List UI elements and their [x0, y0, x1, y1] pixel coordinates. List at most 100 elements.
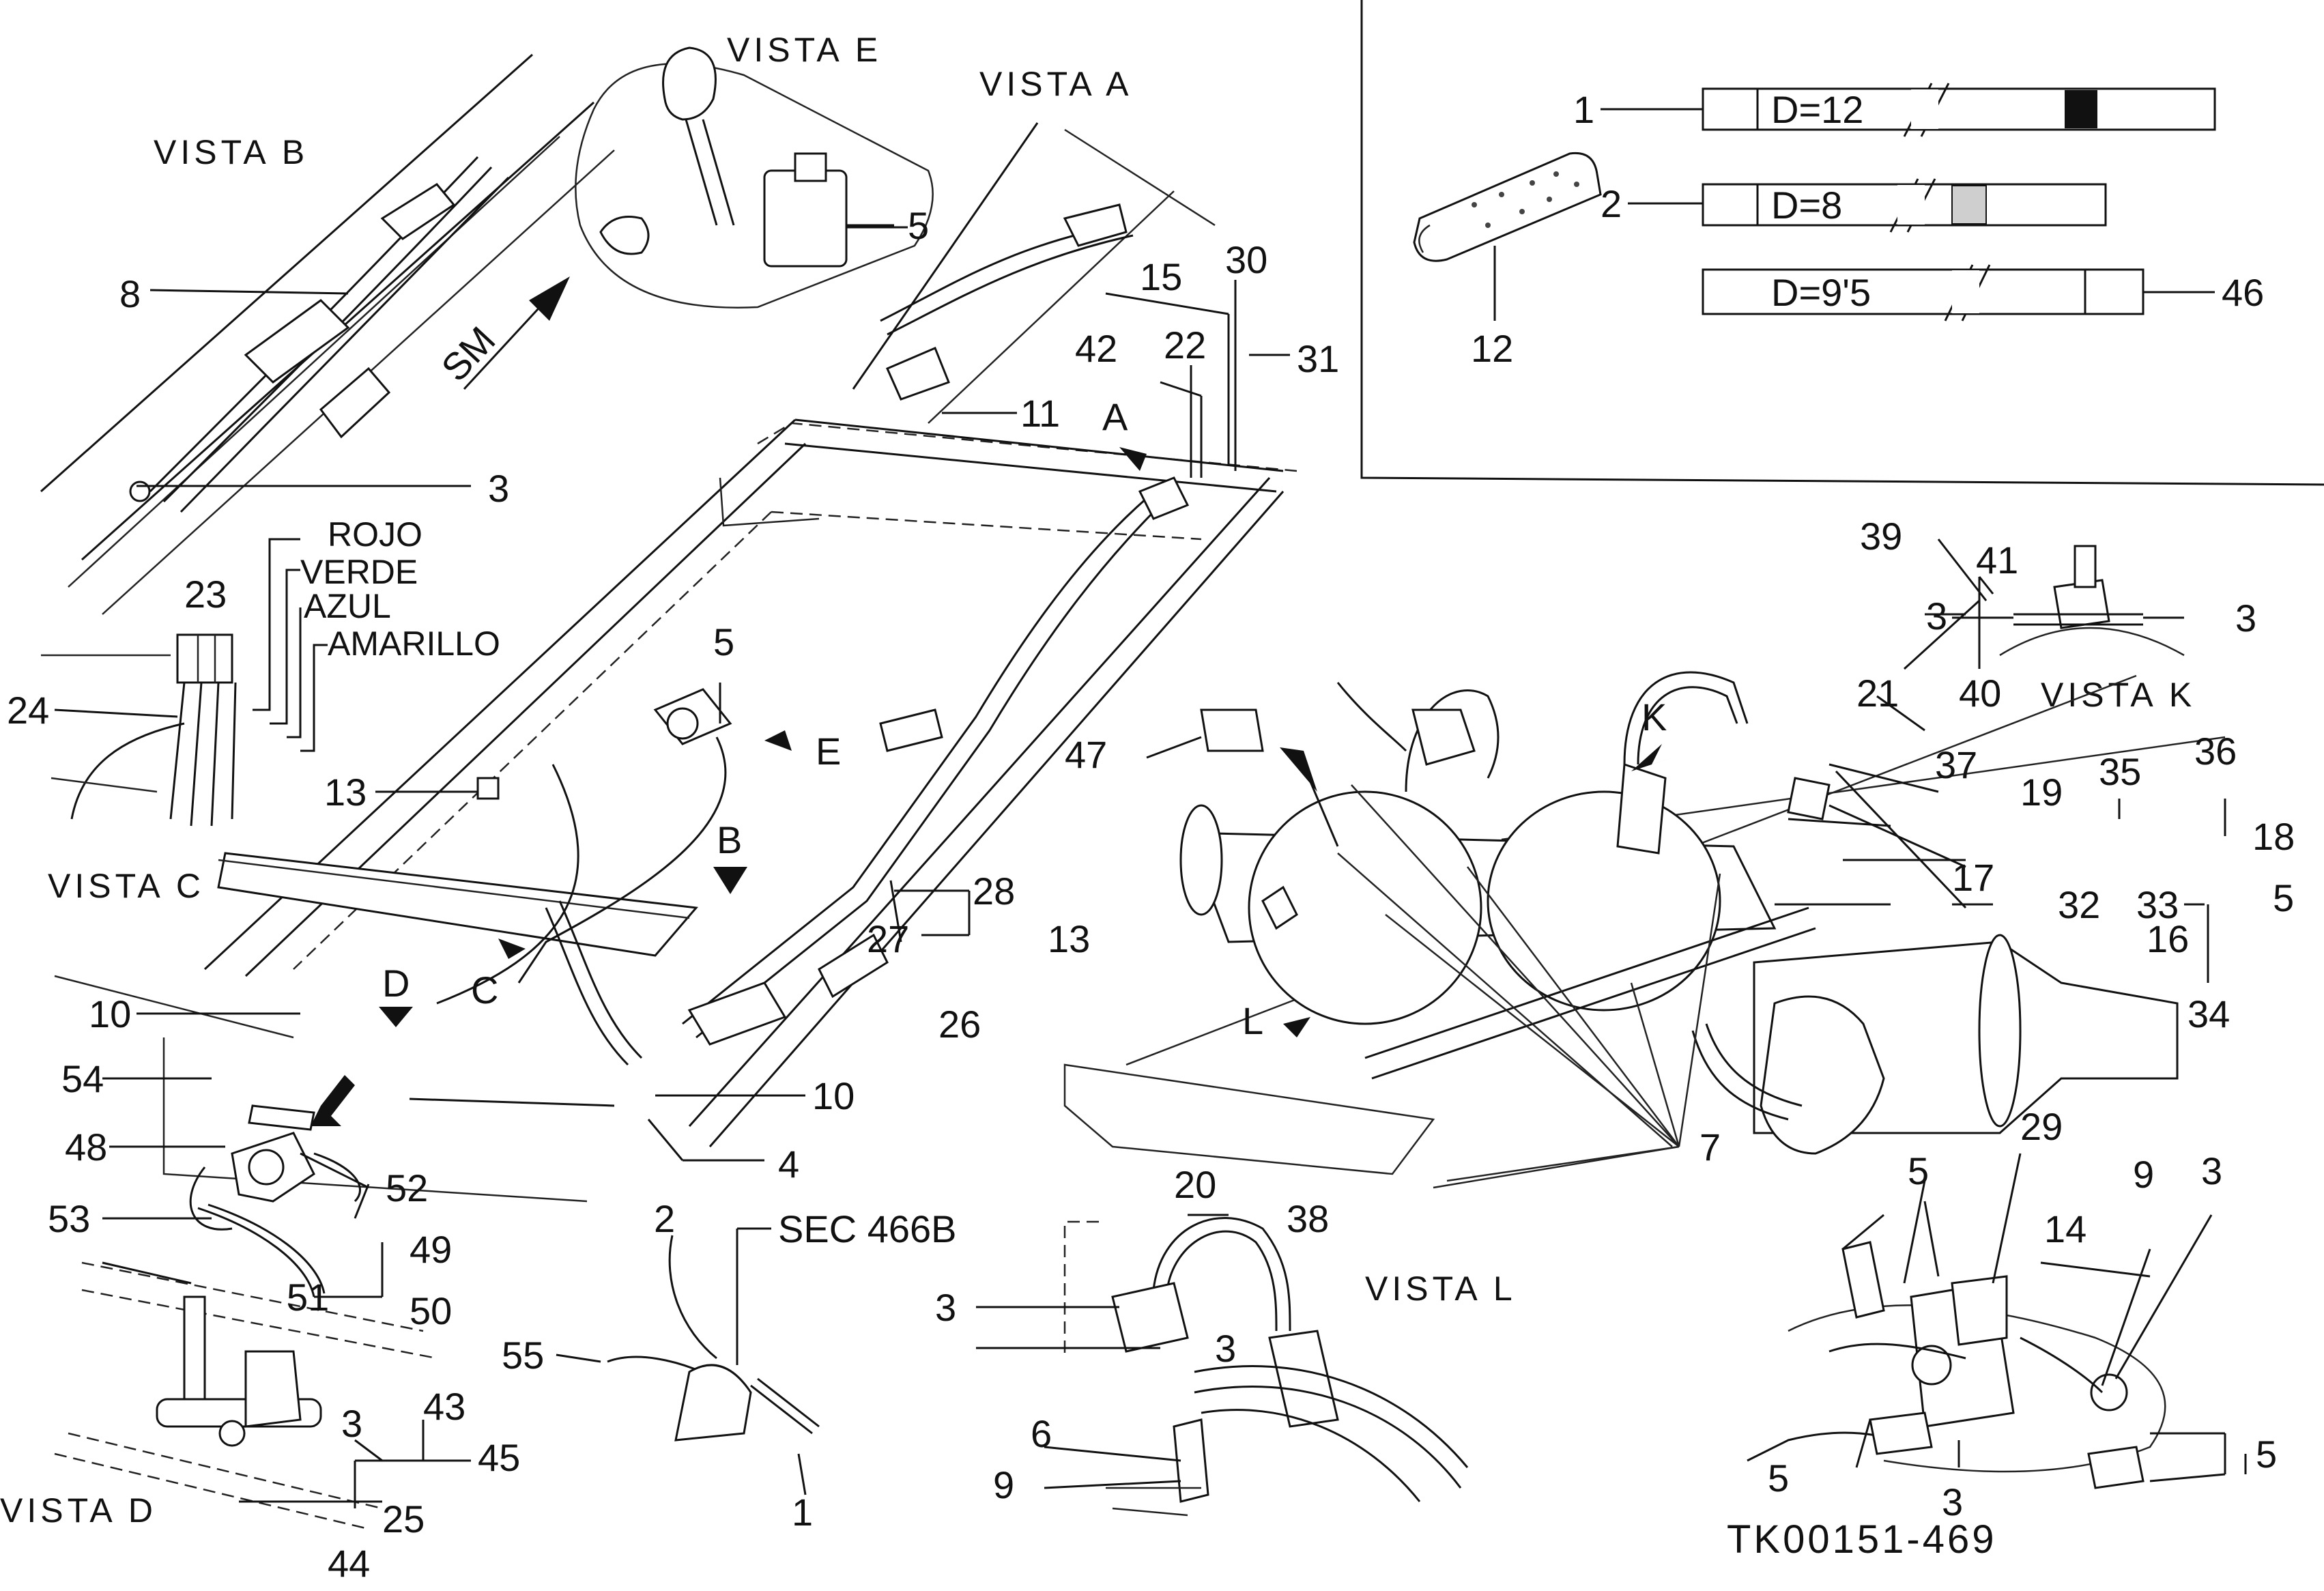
- direction-label: SM: [433, 318, 503, 389]
- callout-3-l2: 3: [1215, 1327, 1236, 1370]
- callout-30: 30: [1225, 238, 1267, 281]
- arrow-letter-c: C: [471, 969, 498, 1012]
- callout-29: 29: [2020, 1105, 2063, 1148]
- callout-1-sec: 1: [792, 1491, 813, 1534]
- arrow-e: [764, 730, 792, 751]
- arrow-c-flow: [311, 1075, 355, 1126]
- callout-5-main: 5: [713, 620, 734, 663]
- legend-d12-label: D=12: [1771, 88, 1863, 131]
- callout-13-a: 13: [324, 771, 367, 814]
- callout-38: 38: [1287, 1197, 1329, 1240]
- callout-44: 44: [328, 1542, 370, 1585]
- arrow-letter-l: L: [1242, 999, 1263, 1042]
- callout-3-d: 3: [341, 1402, 362, 1445]
- callout-45: 45: [478, 1436, 520, 1479]
- view-title-b: VISTA B: [154, 133, 309, 171]
- arrow-c: [498, 938, 526, 959]
- callout-6: 6: [1031, 1412, 1052, 1455]
- callout-35: 35: [2099, 750, 2141, 793]
- callout-25: 25: [382, 1497, 425, 1540]
- color-band-black: [2065, 90, 2097, 128]
- callout-48: 48: [65, 1126, 107, 1169]
- detail-view-e: [575, 46, 934, 309]
- tube-legend-panel: D=12 D=8 D=9'5: [1360, 0, 2324, 486]
- callout-9-l: 9: [993, 1463, 1014, 1506]
- callout-31: 31: [1297, 337, 1339, 380]
- view-title-c: VISTA C: [48, 867, 205, 905]
- callout-53: 53: [48, 1197, 90, 1240]
- arrow-l: [1283, 1017, 1310, 1037]
- section-466b-valve: SEC 466B: [607, 1207, 957, 1442]
- callout-3-k1: 3: [1926, 594, 1947, 637]
- callout-5-right: 5: [2273, 876, 2294, 919]
- main-chassis: A B C D E: [203, 395, 1297, 1147]
- callout-11: 11: [1020, 392, 1060, 435]
- view-title-a: VISTA A: [979, 65, 1133, 103]
- wire-color-verde: VERDE: [300, 553, 418, 591]
- callout-54: 54: [61, 1057, 104, 1100]
- callout-49: 49: [410, 1228, 452, 1271]
- arrow-letter-e: E: [816, 730, 841, 773]
- arrow-a: [1119, 447, 1147, 471]
- detail-view-a: [852, 122, 1216, 424]
- arrow-d: [379, 1007, 413, 1027]
- callout-3-l1: 3: [935, 1286, 956, 1329]
- callout-19: 19: [2020, 771, 2063, 814]
- detail-view-c: [54, 975, 588, 1298]
- callout-13-b: 13: [1048, 917, 1090, 960]
- callout-27: 27: [867, 917, 909, 960]
- rear-axle: K L: [1063, 671, 2226, 1189]
- legend-tube-d8: D=8: [1702, 178, 2107, 233]
- callout-8: 8: [119, 272, 141, 315]
- detail-view-d: [54, 1261, 437, 1530]
- callout-12: 12: [1471, 327, 1513, 370]
- view-title-k: VISTA K: [2041, 676, 2196, 714]
- callout-20: 20: [1174, 1163, 1216, 1206]
- callout-36: 36: [2194, 730, 2237, 773]
- callout-5-r2: 5: [1768, 1457, 1789, 1500]
- callout-23: 23: [184, 573, 227, 616]
- callout-52: 52: [386, 1166, 428, 1209]
- callout-14: 14: [2044, 1207, 2086, 1250]
- callout-17: 17: [1952, 856, 1994, 899]
- arrow-letter-b: B: [717, 818, 742, 861]
- color-band-dotted: [1951, 185, 1987, 225]
- callout-2-sec: 2: [654, 1197, 675, 1240]
- callout-43: 43: [423, 1385, 465, 1428]
- legend-d95-label: D=9'5: [1771, 271, 1871, 314]
- callout-10-a: 10: [89, 992, 131, 1035]
- callout-5-e: 5: [908, 204, 929, 247]
- arrow-letter-a: A: [1102, 395, 1128, 438]
- callout-55: 55: [502, 1334, 544, 1377]
- callout-22: 22: [1164, 324, 1206, 367]
- callout-7: 7: [1699, 1126, 1721, 1169]
- callout-39: 39: [1860, 515, 1902, 558]
- detail-view-k: [1999, 545, 2185, 657]
- wire-bundle: ROJO VERDE AZUL AMARILLO: [41, 515, 500, 827]
- callout-3-k2: 3: [2235, 597, 2256, 640]
- wire-color-azul: AZUL: [304, 587, 391, 625]
- arrow-k: [1631, 744, 1672, 771]
- callout-15: 15: [1140, 255, 1182, 298]
- callout-16: 16: [2147, 917, 2189, 960]
- callout-28: 28: [973, 870, 1015, 913]
- arrow-letter-k: K: [1641, 696, 1667, 739]
- callout-3-r2: 3: [1942, 1480, 1963, 1523]
- callout-34: 34: [2187, 992, 2230, 1035]
- callout-4: 4: [778, 1143, 799, 1186]
- legend-frame: [1360, 0, 2324, 486]
- callout-41: 41: [1976, 539, 2018, 582]
- callout-2: 2: [1601, 182, 1622, 225]
- callout-5-r1: 5: [1908, 1149, 1929, 1192]
- callout-24: 24: [7, 689, 49, 732]
- view-title-d: VISTA D: [0, 1491, 157, 1530]
- detail-view-l: [1063, 1217, 1469, 1517]
- detail-view-b: [40, 53, 615, 615]
- callout-33: 33: [2136, 883, 2179, 926]
- callout-9-r: 9: [2133, 1153, 2154, 1196]
- callout-40: 40: [1959, 672, 2001, 715]
- callout-42: 42: [1075, 327, 1117, 370]
- callout-3-r1: 3: [2201, 1149, 2222, 1192]
- arrow-b: [713, 867, 747, 894]
